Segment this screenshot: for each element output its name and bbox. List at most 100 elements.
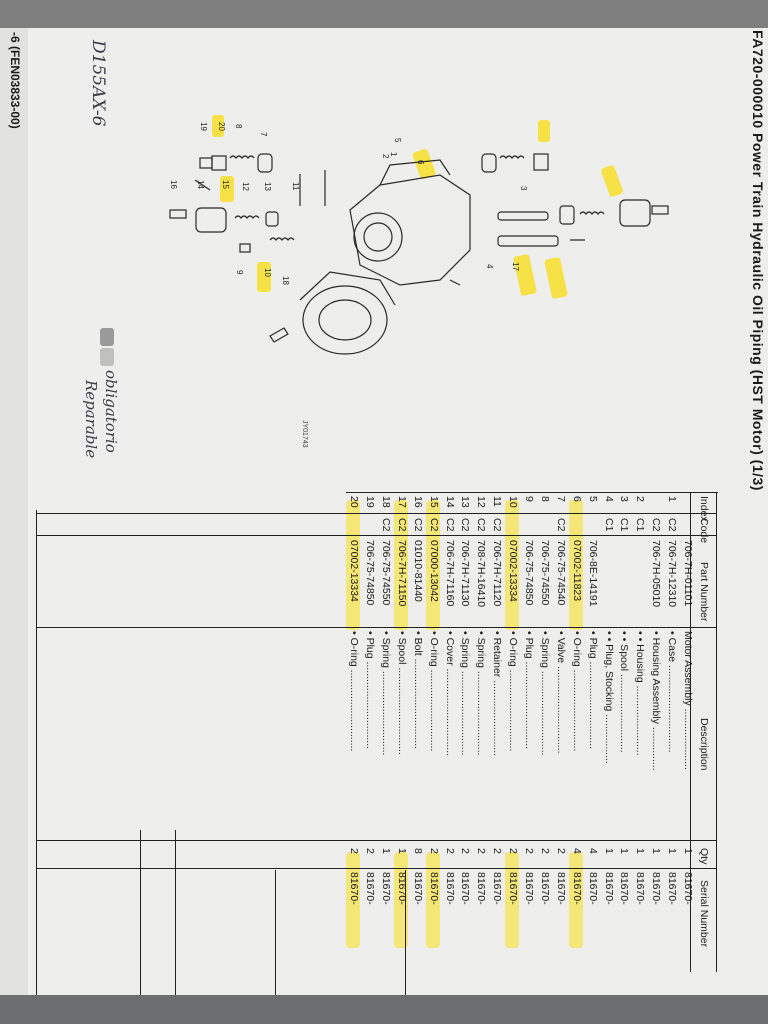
page-edge [0,28,28,995]
cell-serial: 81670- [428,872,440,905]
header-part-number: Part Number [698,562,710,622]
cell-serial: 81670- [364,872,376,905]
cell-part: 706-75-74550 [380,540,392,606]
col-rule-qty [36,868,716,869]
cell-serial: 81670- [348,872,360,905]
cell-desc: • Retainer .......................... [491,631,503,757]
cell-qty: 1 [634,848,646,854]
row-highlight [426,500,440,630]
cell-index: 10 [507,496,519,508]
cell-part: 706-75-74850 [523,540,535,606]
cell-index: 19 [364,496,376,508]
cell-part: 07002-11823 [571,540,583,602]
row-highlight-qty [394,852,408,948]
cell-serial: 81670- [682,872,694,905]
cell-qty: 8 [412,848,424,854]
cell-desc: • Housing Assembly ............... [650,631,662,771]
row-highlight [346,500,360,630]
table-right-border [716,492,717,972]
cell-desc: • Plug .............................. [523,631,535,750]
callout-10: 10 [263,268,272,277]
cell-part: 706-75-74540 [555,540,567,606]
cell-qty: 2 [475,848,487,854]
callout-9: 9 [235,270,244,275]
callout-7: 7 [259,132,268,137]
cell-index: 15 [428,496,440,508]
cell-qty: 1 [396,848,408,854]
cell-qty: 2 [459,848,471,854]
callout-1: 1 [389,152,398,157]
cell-part: 706-75-74850 [364,540,376,606]
col-rule-desc [36,840,716,841]
cell-code: C2 [444,518,456,532]
cell-qty: 1 [682,848,694,854]
cell-code: C2 [475,518,487,532]
cell-serial: 81670- [523,872,535,905]
cell-serial: 81670- [507,872,519,905]
callout-6: 6 [416,160,425,165]
cell-part: 07002-13334 [507,540,519,602]
cell-qty: 2 [491,848,503,854]
header-code: Code [698,518,710,544]
cell-serial: 81670- [491,872,503,905]
header-serial-number: Serial Number [698,880,710,948]
cell-desc: • O-ring ............................ [507,631,519,752]
cell-qty: 1 [650,848,662,854]
cell-code: C2 [459,518,471,532]
cell-index: 9 [523,496,535,502]
cell-part: 706-7H-71160 [444,540,456,607]
cell-desc: • Spring ............................. [539,631,551,756]
cell-serial: 81670- [603,872,615,905]
cell-desc: • Bolt ............................... [412,631,424,750]
callout-12: 12 [241,182,250,191]
col-rule-code [36,535,716,536]
cell-serial: 81670- [650,872,662,905]
cell-desc: • O-ring ............................ [348,631,360,752]
cell-serial: 81670- [634,872,646,905]
cell-part: 706-7H-01101 [682,540,694,607]
cell-desc: • Valve .............................. [555,631,567,754]
left-part-stack [169,153,295,253]
cell-desc: • • Plug, Stocking ................. [603,631,615,764]
callout-19: 19 [199,122,208,131]
cell-index: 7 [555,496,567,502]
note-rule-4 [405,870,406,995]
cell-qty: 2 [428,848,440,854]
cell-desc: • Spring ............................. [459,631,471,756]
cell-code: C2 [666,518,678,532]
cell-part: 706-7H-71150 [396,540,408,607]
cell-qty: 2 [523,848,535,854]
diagram-highlight-15a [601,165,623,197]
col-rule-index [36,513,716,514]
cell-serial: 81670- [587,872,599,905]
cell-index: 17 [396,496,408,508]
cell-serial: 81670- [475,872,487,905]
cell-code: C2 [428,518,440,532]
cell-serial: 81670- [539,872,551,905]
diagram-highlight-10b [544,257,568,299]
cell-serial: 81670- [555,872,567,905]
callout-16: 16 [169,180,178,189]
cell-qty: 1 [618,848,630,854]
diagram-highlight-20a [212,115,224,137]
cell-qty: 2 [364,848,376,854]
table-left-border [36,510,37,995]
cell-part: 706-8E-14191 [587,540,599,607]
cell-index: 16 [412,496,424,508]
cell-index: 4 [603,496,615,502]
cell-code: C1 [634,518,646,532]
housing-shape [349,174,471,286]
cell-index: 1 [666,496,678,502]
cell-qty: 1 [666,848,678,854]
row-highlight [569,500,583,630]
callout-14: 14 [196,180,205,189]
cell-part: 706-75-74550 [539,540,551,606]
cell-desc: • Plug .............................. [587,631,599,750]
legend-swatch-gray [100,328,114,346]
fitting [269,327,289,343]
col-rule-part [36,627,716,628]
cell-serial: 81670- [459,872,471,905]
cell-desc: • Cover .............................. [444,631,456,757]
cell-serial: 81670- [412,872,424,905]
